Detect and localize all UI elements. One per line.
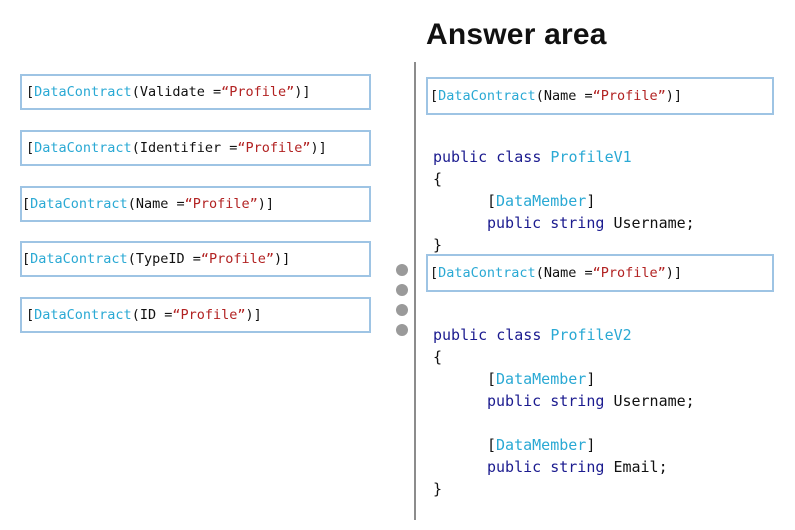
bracket-close: )] [274,251,291,267]
attribute-name: DataContract [30,196,128,212]
param-name: Validate = [139,84,222,100]
handle-dot-icon [396,324,408,336]
field-name: Username; [613,392,695,410]
attribute-name: DataMember [496,370,587,388]
attribute-name: DataMember [496,192,587,210]
field-name: Username; [613,214,695,232]
handle-dot-icon [396,284,408,296]
param-name: Name = [543,265,593,281]
attribute-name: DataContract [34,307,132,323]
bracket-close: )] [665,88,683,104]
bracket: [ [26,307,35,323]
param-value: “Profile” [172,307,246,323]
bracket-close: ] [586,370,596,388]
answer-area-title: Answer area [426,18,607,51]
bracket-close: )] [245,307,262,323]
option-datacontract-id[interactable]: [DataContract(ID = “Profile”)] [20,297,371,333]
keyword-public: public [487,214,542,232]
param-name: Identifier = [139,140,238,156]
param-value: “Profile” [237,140,311,156]
paren: ( [131,140,140,156]
option-datacontract-typeid[interactable]: [DataContract(TypeID = “Profile”)] [20,241,371,277]
keyword-string: string [550,392,605,410]
bracket: [ [430,265,439,281]
param-value: “Profile” [592,265,666,281]
keyword-string: string [550,214,605,232]
code-block-profilev1: public class ProfileV1{[DataMember]publi… [433,124,695,278]
param-name: Name = [135,196,185,212]
keyword-class: class [496,326,542,344]
attribute-name: DataContract [30,251,128,267]
attribute-name: DataMember [496,436,587,454]
paren: ( [127,251,136,267]
code-block-profilev2: public class ProfileV2{[DataMember]publi… [433,302,695,522]
bracket: [ [487,192,497,210]
handle-dot-icon [396,304,408,316]
paren: ( [131,84,140,100]
param-value: “Profile” [184,196,258,212]
param-name: Name = [543,88,593,104]
bracket: [ [487,436,497,454]
answer-slot-2[interactable]: [DataContract(Name = “Profile”)] [426,254,774,292]
bracket: [ [487,370,497,388]
bracket: [ [22,251,31,267]
param-value: “Profile” [200,251,275,267]
option-datacontract-identifier[interactable]: [DataContract(Identifier = “Profile”)] [20,130,371,166]
attribute-name: DataContract [438,88,536,104]
class-name: ProfileV1 [550,148,632,166]
open-brace: { [433,348,443,366]
keyword-class: class [496,148,542,166]
param-name: ID = [139,307,173,323]
attribute-name: DataContract [34,84,132,100]
attribute-name: DataContract [438,265,536,281]
keyword-public: public [433,148,488,166]
paren: ( [535,265,544,281]
param-value: “Profile” [592,88,666,104]
bracket-close: )] [665,265,683,281]
panel-divider [414,62,416,520]
bracket: [ [430,88,439,104]
keyword-string: string [550,458,605,476]
keyword-public: public [487,392,542,410]
drag-handle[interactable] [396,264,408,336]
bracket: [ [26,140,35,156]
attribute-name: DataContract [34,140,132,156]
option-datacontract-validate[interactable]: [DataContract(Validate = “Profile”)] [20,74,371,110]
class-name: ProfileV2 [550,326,632,344]
option-datacontract-name[interactable]: [DataContract(Name = “Profile”)] [20,186,371,222]
bracket-close: )] [257,196,275,212]
param-value: “Profile” [221,84,295,100]
field-name: Email; [613,458,668,476]
bracket-close: )] [310,140,327,156]
open-brace: { [433,170,443,188]
keyword-public: public [487,458,542,476]
close-brace: } [433,480,443,498]
keyword-public: public [433,326,488,344]
paren: ( [127,196,136,212]
answer-slot-1[interactable]: [DataContract(Name = “Profile”)] [426,77,774,115]
paren: ( [535,88,544,104]
handle-dot-icon [396,264,408,276]
close-brace: } [433,236,443,254]
bracket-close: )] [294,84,311,100]
paren: ( [131,307,140,323]
param-name: TypeID = [135,251,201,267]
bracket: [ [22,196,31,212]
bracket-close: ] [586,436,596,454]
bracket: [ [26,84,35,100]
bracket-close: ] [586,192,596,210]
